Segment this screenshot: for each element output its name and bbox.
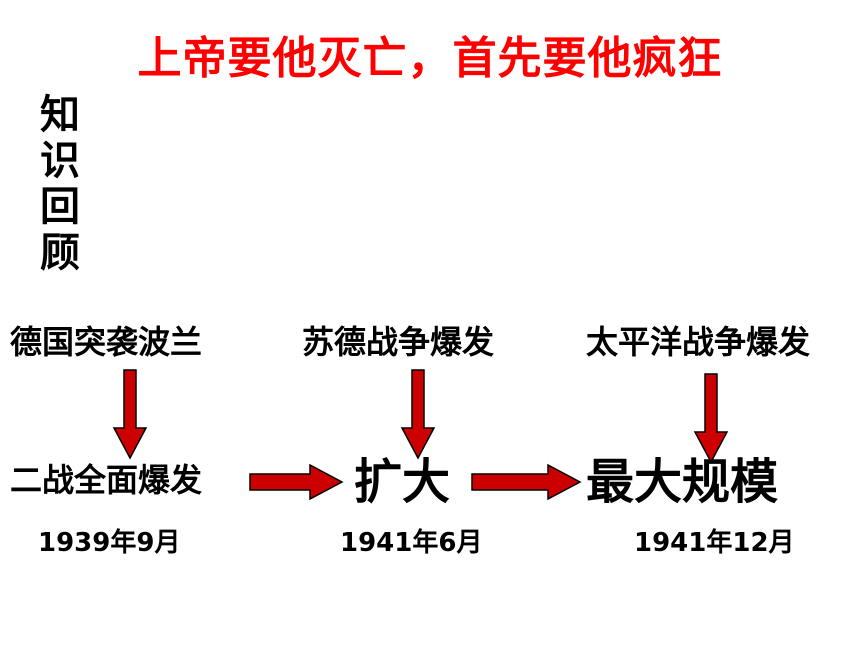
event-date-2: 1941年6月 — [340, 528, 483, 558]
down-arrow-icon-1 — [112, 369, 148, 460]
event-date-1: 1939年9月 — [38, 528, 181, 558]
right-arrow-icon-1 — [249, 463, 344, 501]
down-arrow-icon-2 — [400, 369, 436, 460]
slide-title: 上帝要他灭亡，首先要他疯狂 — [137, 33, 723, 84]
down-arrow-icon-3 — [693, 373, 729, 464]
stage-label-1: 二战全面爆发 — [10, 461, 203, 499]
event-cause-3: 太平洋战争爆发 — [586, 323, 811, 361]
knowledge-review-label: 知识回顾 — [40, 92, 80, 276]
event-cause-1: 德国突袭波兰 — [10, 323, 203, 361]
event-date-3: 1941年12月 — [634, 528, 795, 558]
stage-label-3: 最大规模 — [586, 454, 779, 510]
right-arrow-icon-2 — [471, 463, 582, 501]
event-cause-2: 苏德战争爆发 — [302, 323, 495, 361]
stage-label-2: 扩大 — [354, 454, 451, 510]
